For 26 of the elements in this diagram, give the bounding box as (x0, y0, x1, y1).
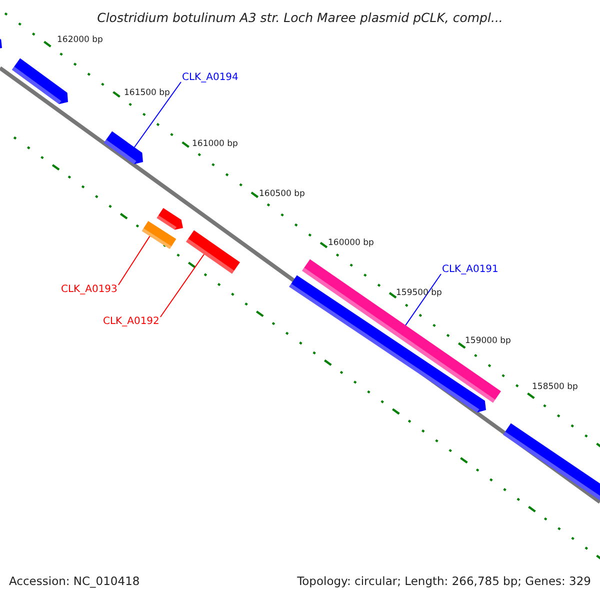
genome-info-text: Topology: circular; Length: 266,785 bp; Genes: 329 (297, 575, 591, 588)
position-label: 162000 bp (57, 36, 103, 46)
title: Clostridium botulinum A3 str. Loch Maree plasmid pCLK, compl... (96, 11, 504, 25)
leader-line (405, 274, 442, 326)
leader-line (134, 82, 182, 148)
gene-feature (156, 208, 183, 230)
accession-text: Accession: NC_010418 (9, 575, 140, 588)
position-label: 161000 bp (192, 140, 238, 150)
position-label: 160000 bp (328, 239, 374, 248)
gene-feature (12, 58, 68, 104)
position-label: 160500 bp (259, 190, 305, 200)
gene-label: CLK_A0191 (442, 264, 498, 275)
gene-label: CLK_A0194 (182, 72, 238, 83)
gene-label: CLK_A0192 (103, 316, 160, 327)
gene-feature (104, 131, 143, 164)
gene-feature (186, 230, 240, 274)
position-label: 161500 bp (124, 89, 170, 98)
position-label: 159500 bp (396, 289, 442, 298)
gene-label: CLK_A0193 (61, 284, 118, 295)
position-label: 158500 bp (532, 383, 578, 392)
leader-line (118, 236, 150, 286)
gene-feature (503, 423, 600, 502)
position-label: 159000 bp (465, 337, 511, 346)
gene-feature (142, 221, 176, 249)
gene-feature (302, 259, 501, 403)
leader-line (160, 254, 205, 318)
